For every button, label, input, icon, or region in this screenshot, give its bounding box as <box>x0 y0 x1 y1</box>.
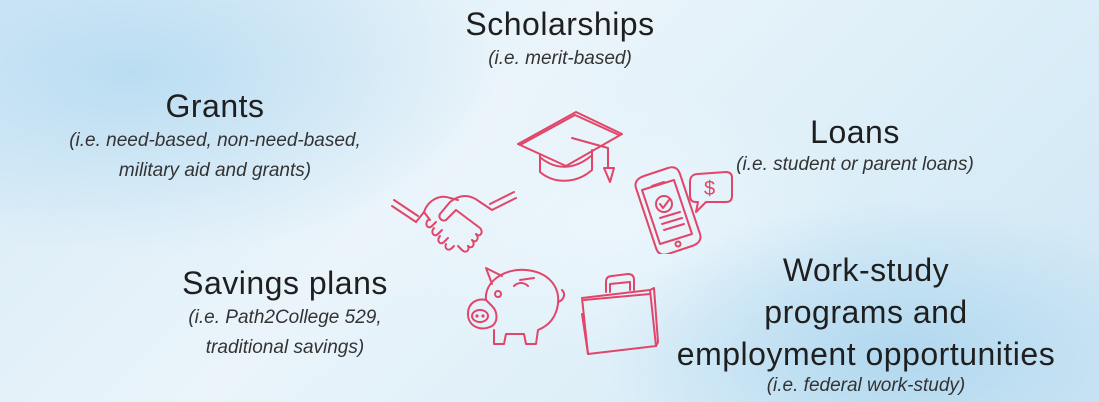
grants-title: Grants <box>165 88 265 124</box>
work-study-title-line-3: employment opportunities <box>676 336 1056 372</box>
dollar-symbol-text: $ <box>704 178 715 200</box>
work-study-label-group: Work-study programs and employment oppor… <box>636 249 1096 399</box>
briefcase-icon <box>581 273 659 355</box>
work-study-title-line-1: Work-study <box>782 252 950 288</box>
graduation-cap-icon <box>517 111 623 183</box>
piggy-bank-icon <box>467 267 566 345</box>
loans-label-group: Loans (i.e. student or parent loans) <box>670 114 1040 178</box>
work-study-subtitle: (i.e. federal work-study) <box>766 375 966 396</box>
work-study-title-line-2: programs and <box>764 294 968 330</box>
grants-label-group: Grants (i.e. need-based, non-need-based,… <box>0 88 430 184</box>
savings-plans-title: Savings plans <box>182 265 388 301</box>
grants-subtitle-line-2: military aid and grants) <box>118 160 312 181</box>
grants-subtitle-line-1: (i.e. need-based, non-need-based, <box>69 130 361 151</box>
savings-plans-subtitle-line-2: traditional savings) <box>205 337 365 358</box>
scholarships-title: Scholarships <box>465 6 655 42</box>
scholarships-label-group: Scholarships (i.e. merit-based) <box>400 6 720 72</box>
savings-plans-subtitle-line-1: (i.e. Path2College 529, <box>188 307 382 328</box>
loans-title: Loans <box>810 114 900 150</box>
savings-plans-label-group: Savings plans (i.e. Path2College 529, tr… <box>140 265 430 361</box>
handshake-icon <box>391 191 517 253</box>
loans-subtitle: (i.e. student or parent loans) <box>736 154 974 175</box>
phone-payment-icon: $ <box>634 166 733 254</box>
scholarships-subtitle: (i.e. merit-based) <box>488 48 632 69</box>
